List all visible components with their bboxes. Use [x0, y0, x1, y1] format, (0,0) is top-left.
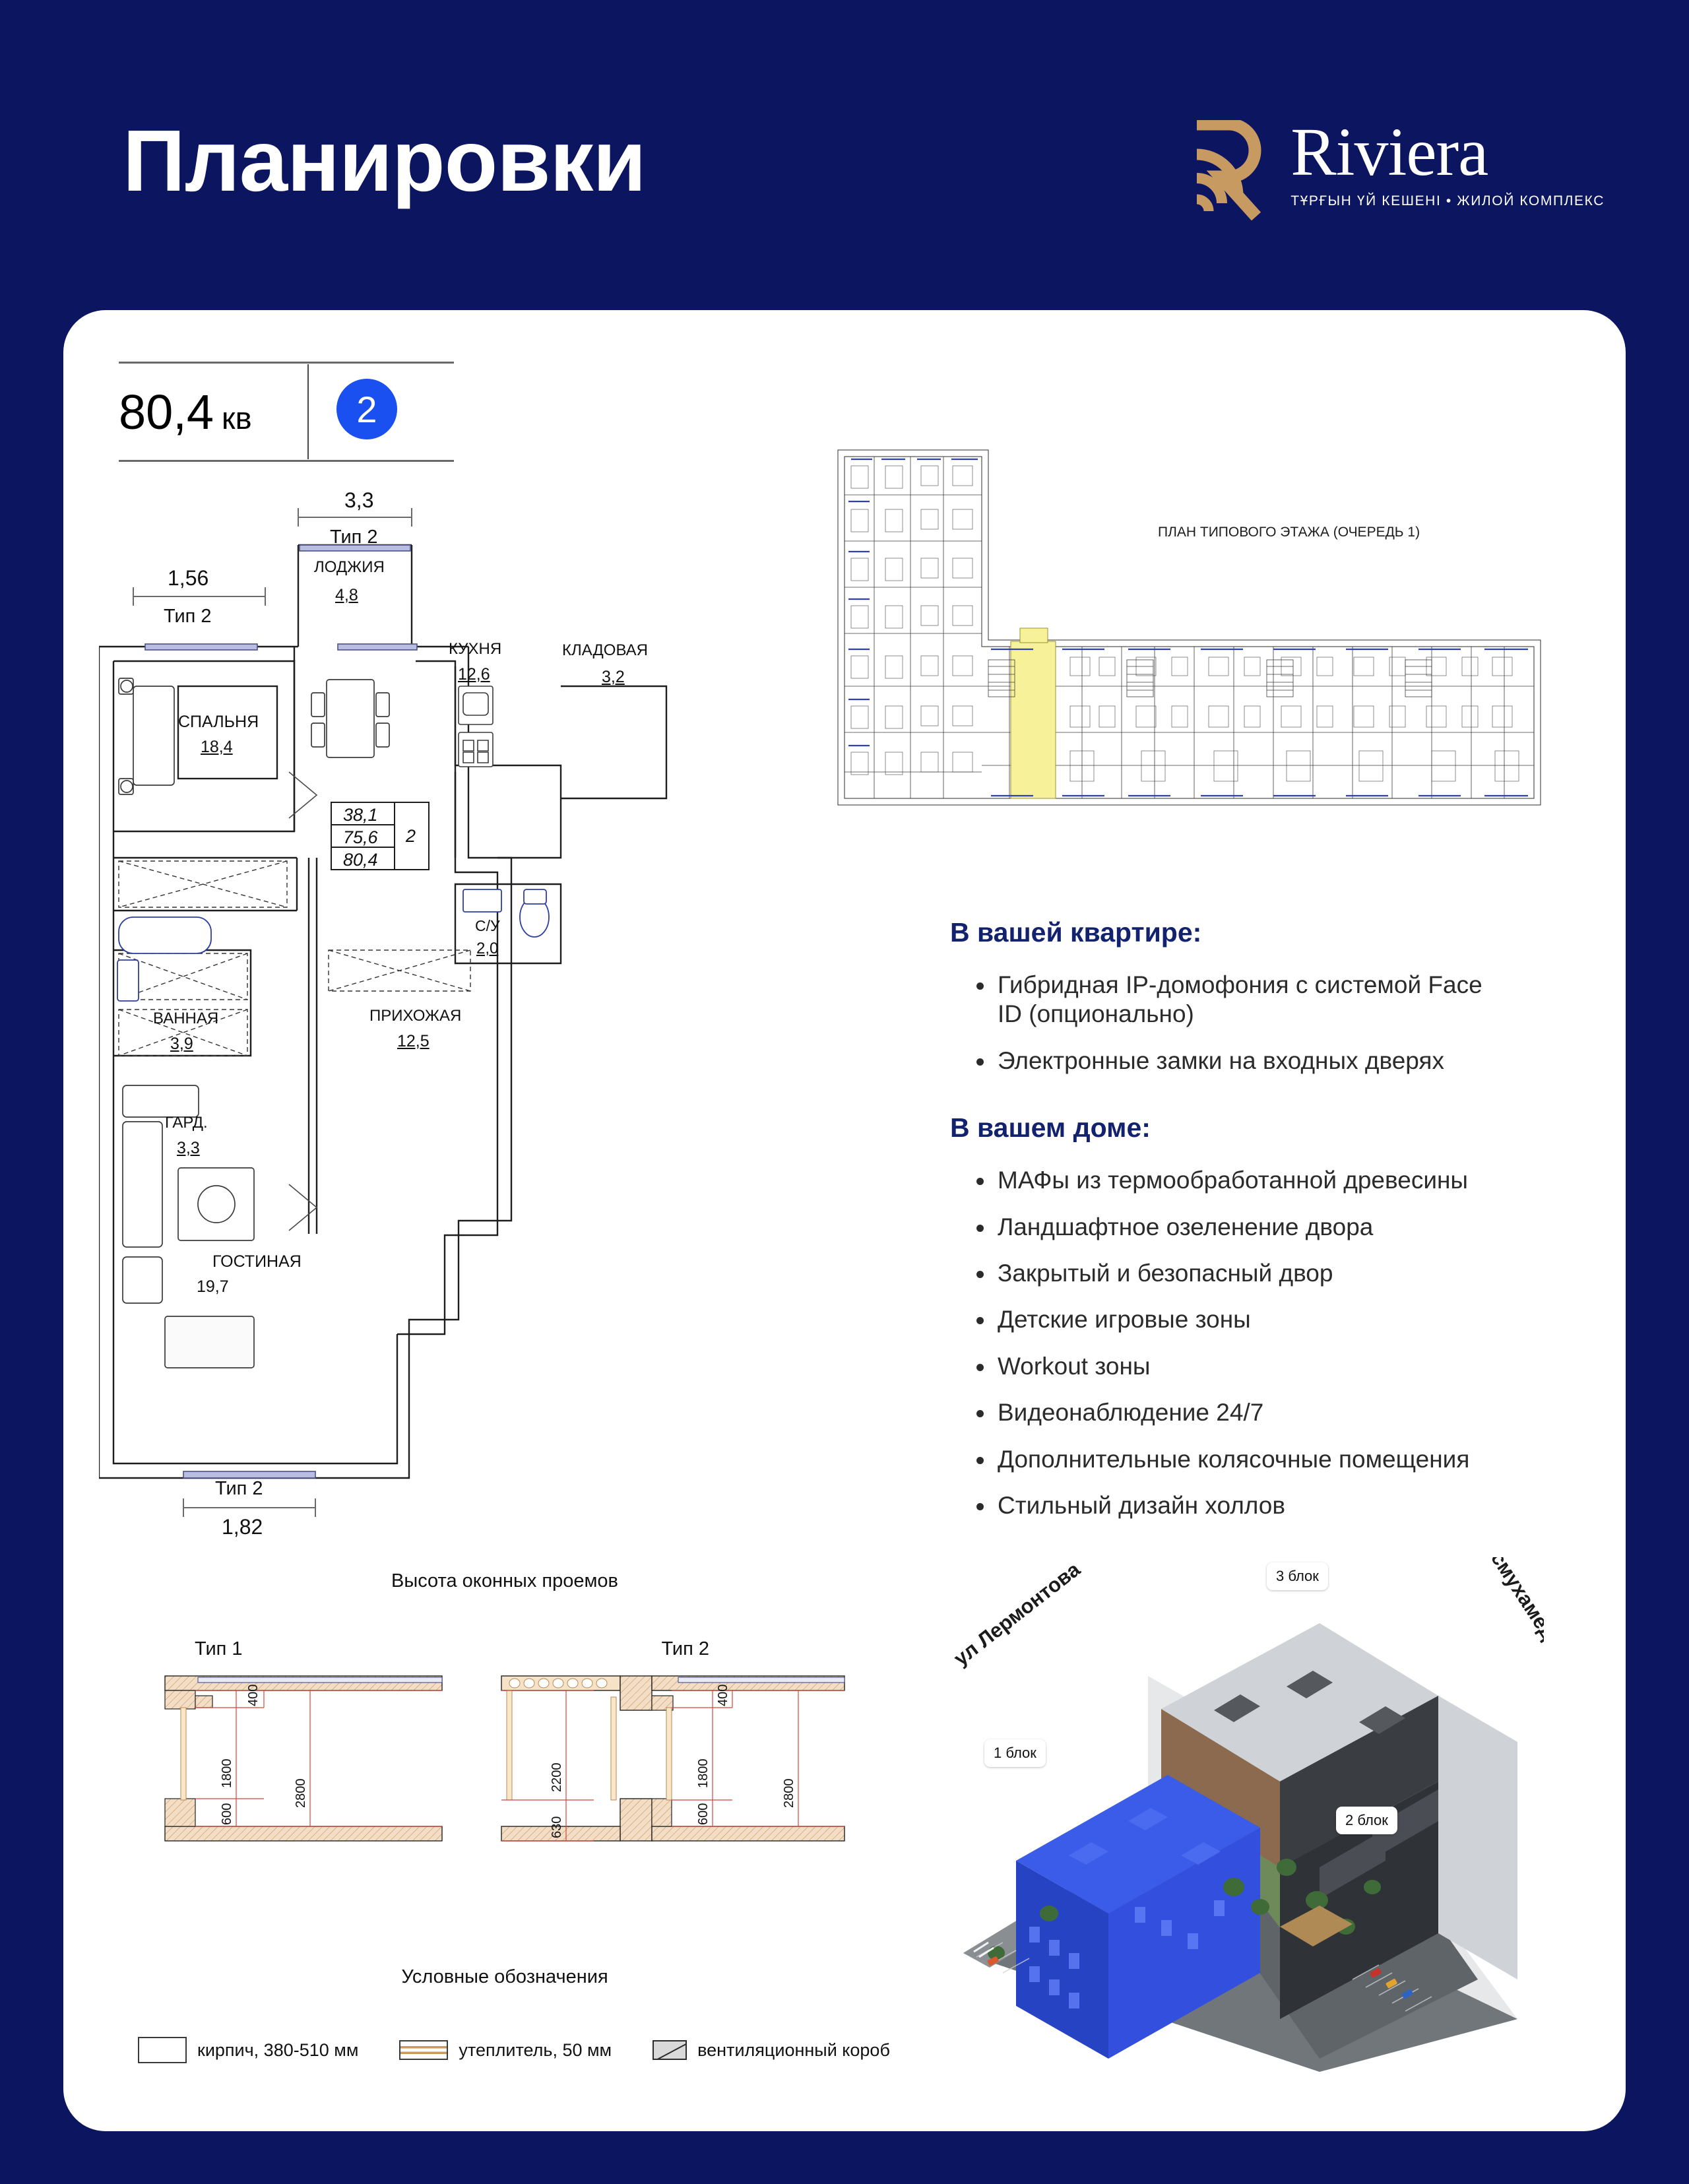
list-item: Workout зоны [972, 1352, 1504, 1381]
floor-plan-drawing: 3,3 Тип 2 1,56 Тип 2 ЛОДЖИЯ 4,8 КУХНЯ 12… [99, 488, 785, 1544]
dim-type1-total: 2800 [294, 1779, 308, 1809]
window-heights-section: Высота оконных проемов Тип 1 Тип 2 [129, 1570, 881, 1847]
features-house-list: МАФы из термообработанной древесины Ланд… [972, 1166, 1504, 1520]
window-type1-label: Тип 1 [195, 1638, 243, 1659]
features-apartment-list: Гибридная IP-домофония с системой Face I… [972, 971, 1504, 1076]
insulation-swatch-icon [399, 2040, 449, 2060]
room-area-wc: 2,0 [476, 940, 499, 957]
window-heights-title: Высота оконных проемов [391, 1570, 618, 1591]
room-area-bedroom: 18,4 [201, 738, 233, 756]
room-area-living: 19,7 [197, 1277, 229, 1296]
logo-tagline: ТҰРҒЫН ҮЙ КЕШЕНІ • ЖИЛОЙ КОМПЛЕКС [1291, 193, 1605, 209]
room-area-storage: 3,2 [602, 668, 625, 686]
room-label-wardrobe: ГАРД. [165, 1114, 208, 1132]
room-label-hall: ПРИХОЖАЯ [369, 1007, 462, 1025]
window-type2-label: Тип 2 [661, 1638, 709, 1659]
badge-divider [307, 364, 309, 459]
room-area-bath: 3,9 [170, 1035, 193, 1053]
area-badge: 80,4 кв 2 [119, 362, 454, 462]
floor-plan-svg [99, 508, 668, 1517]
dim-type1-window: 1800 [220, 1759, 234, 1789]
list-item: Стильный дизайн холлов [972, 1491, 1504, 1520]
room-area-kitchen: 12,6 [458, 665, 490, 684]
list-item: Гибридная IP-домофония с системой Face I… [972, 971, 1504, 1029]
stamp-usable-area: 75,6 [343, 827, 378, 847]
room-label-storage: КЛАДОВАЯ [562, 641, 649, 659]
area-value: 80,4 кв [119, 384, 303, 440]
logo-wordmark: Riviera [1291, 114, 1488, 190]
dim-type2-total: 2800 [782, 1779, 796, 1809]
area-unit: кв [222, 401, 252, 435]
room-label-loggia: ЛОДЖИЯ [314, 558, 385, 576]
area-number: 80,4 [119, 385, 214, 439]
brand-logo: Riviera ТҰРҒЫН ҮЙ КЕШЕНІ • ЖИЛОЙ КОМПЛЕК… [1188, 114, 1605, 220]
list-item: МАФы из термообработанной древесины [972, 1166, 1504, 1195]
dim-bottom-width: 1,82 [222, 1515, 263, 1539]
stamp-room-count: 2 [406, 826, 416, 846]
features-house-heading: В вашем доме: [950, 1112, 1151, 1143]
building-key-plan: ПЛАН ТИПОВОГО ЭТАЖА (ОЧЕРЕДЬ 1) [812, 422, 1550, 818]
page-header: Планировки Riviera ТҰРҒЫН ҮЙ КЕШЕНІ • ЖИ… [0, 0, 1689, 310]
stamp-total-area: 80,4 [343, 850, 378, 870]
dim-top-left-type: Тип 2 [164, 606, 212, 627]
dim-bottom-type: Тип 2 [215, 1478, 263, 1499]
room-label-wc: С/У [475, 917, 500, 934]
badge-bottom-rule [119, 460, 454, 462]
room-area-hall: 12,5 [397, 1032, 430, 1050]
room-label-living: ГОСТИНАЯ [212, 1252, 302, 1271]
room-label-kitchen: КУХНЯ [449, 640, 502, 658]
block-label-1: 1 блок [984, 1739, 1046, 1767]
room-label-bedroom: СПАЛЬНЯ [178, 713, 259, 731]
list-item: Видеонаблюдение 24/7 [972, 1398, 1504, 1427]
room-area-wardrobe: 3,3 [177, 1139, 200, 1157]
list-item: Ландшафтное озеленение двора [972, 1213, 1504, 1242]
dim-type2-left-window: 2200 [550, 1763, 564, 1793]
dim-type1-sill: 600 [220, 1803, 234, 1825]
window-section-type1: 400 1800 600 2800 [164, 1675, 443, 1842]
legend-label-vent: вентиляционный короб [697, 2039, 890, 2060]
legend-label-brick: кирпич, 380-510 мм [197, 2039, 359, 2060]
key-plan-svg [837, 449, 1541, 806]
badge-top-rule [119, 362, 454, 364]
room-area-loggia: 4,8 [335, 586, 358, 604]
dim-type1-top: 400 [246, 1685, 261, 1706]
legend-item-brick: кирпич, 380-510 мм [138, 2037, 358, 2063]
dim-top-right-width: 3,3 [344, 488, 374, 512]
legend-title: Условные обозначения [401, 1966, 608, 1987]
room-label-bath: ВАННАЯ [153, 1010, 219, 1027]
window-section-type2: 2200 630 400 1800 600 2800 [501, 1675, 845, 1842]
legend-label-insulation: утеплитель, 50 мм [459, 2039, 612, 2060]
legend-item-insulation: утеплитель, 50 мм [399, 2040, 612, 2061]
features-section: В вашей квартире: Гибридная IP-домофония… [950, 917, 1504, 1537]
stamp-living-area: 38,1 [343, 805, 378, 825]
rooms-count-badge: 2 [336, 379, 397, 439]
dim-type2-sill: 600 [696, 1803, 711, 1825]
list-item: Детские игровые зоны [972, 1305, 1504, 1334]
render-svg [963, 1623, 1517, 2072]
dim-type2-top: 400 [716, 1685, 730, 1706]
brick-swatch-icon [138, 2037, 187, 2063]
dim-top-right-type: Тип 2 [330, 527, 378, 548]
dim-top-left-width: 1,56 [168, 566, 209, 590]
list-item: Закрытый и безопасный двор [972, 1259, 1504, 1288]
riviera-r-mark-icon [1196, 120, 1261, 220]
dim-type2-left-sill: 630 [550, 1816, 564, 1838]
list-item: Электронные замки на входных дверях [972, 1046, 1504, 1076]
block-label-3: 3 блок [1267, 1562, 1328, 1590]
legend-item-vent: вентиляционный короб [653, 2040, 890, 2061]
page-title: Планировки [123, 112, 647, 209]
dim-type2-window: 1800 [696, 1759, 711, 1789]
complex-3d-render: ул Лермонтова ул Досмухамедова 1 блок 2 … [950, 1557, 1544, 2072]
features-apartment-heading: В вашей квартире: [950, 917, 1202, 947]
block-label-2: 2 блок [1336, 1807, 1397, 1834]
list-item: Дополнительные колясочные помещения [972, 1445, 1504, 1474]
vent-duct-swatch-icon [653, 2040, 687, 2060]
key-plan-title: ПЛАН ТИПОВОГО ЭТАЖА (ОЧЕРЕДЬ 1) [1158, 525, 1420, 540]
legend-section: Условные обозначения кирпич, 380-510 мм … [129, 1966, 890, 2063]
